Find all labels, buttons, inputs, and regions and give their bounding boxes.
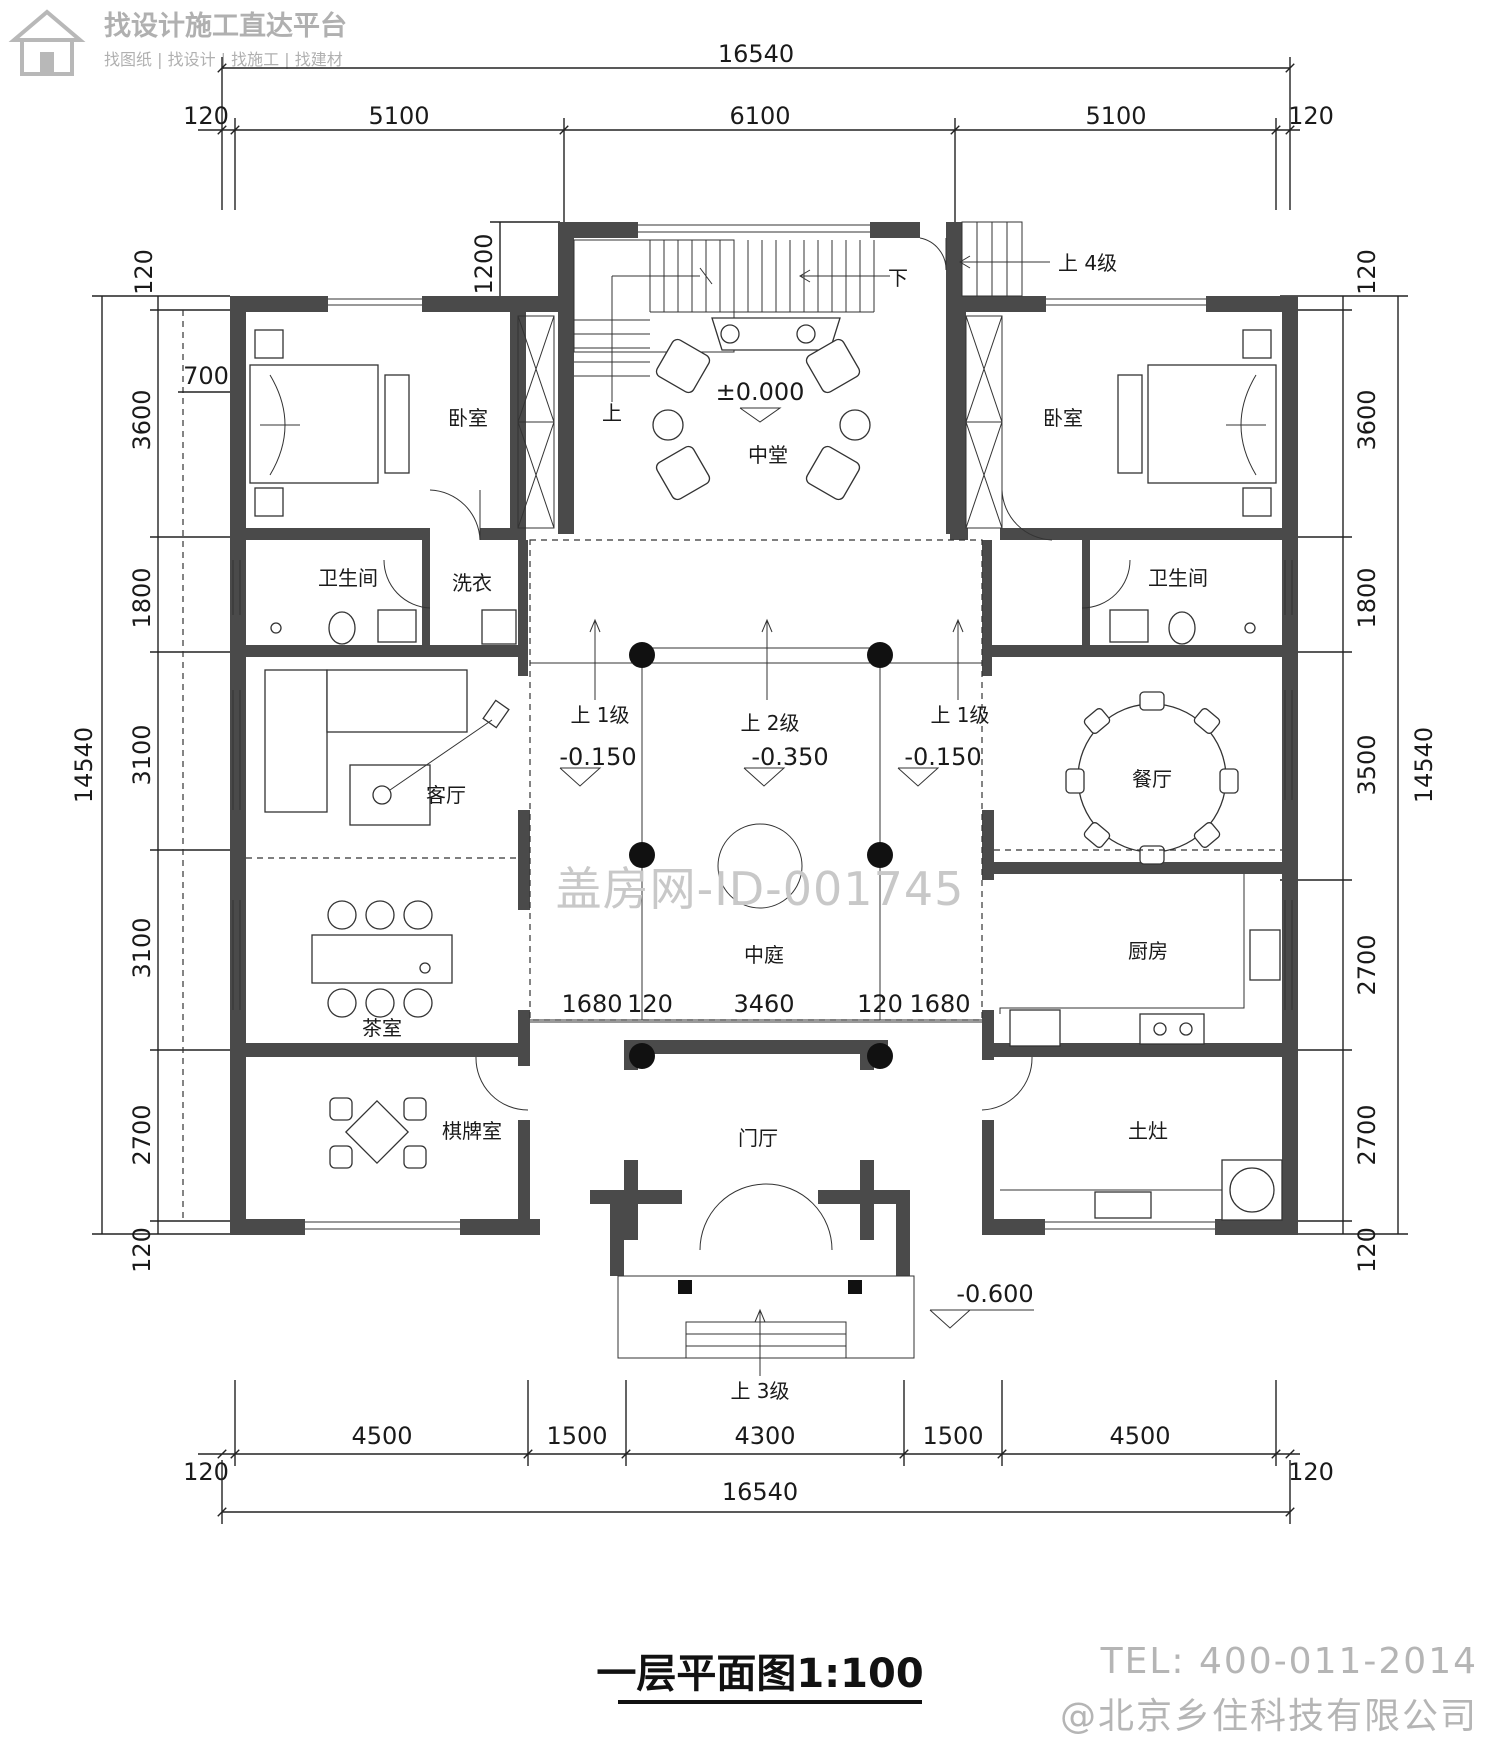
dim-left-bottom-wall: 120	[128, 1227, 156, 1273]
dim-offset-1200: 1200	[470, 233, 498, 294]
earth-stove-fixtures	[1000, 1159, 1283, 1221]
room-courtyard: 中庭	[744, 943, 784, 967]
dim-bottom-seg-2: 1500	[546, 1422, 607, 1450]
drawing-title: 一层平面图1:100	[596, 1651, 923, 1697]
chess-room-furniture	[329, 1097, 427, 1169]
central-hall-furniture	[652, 317, 871, 501]
bedroom-right-furniture	[1117, 329, 1277, 517]
exterior-stair	[919, 221, 1050, 297]
brand-subtitle: 找图纸 | 找设计 | 找施工 | 找建材	[104, 50, 343, 69]
bottom-dimensions: 4500 1500 4300 1500 4500 120 120 16540	[183, 1380, 1334, 1524]
right-dimensions: 14540 120 120 3600 1800 3500 2700 2700	[1280, 249, 1438, 1273]
dim-right-top-wall: 120	[1353, 249, 1381, 295]
dim-left-seg-3: 3100	[128, 724, 156, 785]
top-dimensions: 16540 120 5100 6100 5100 120	[183, 40, 1334, 225]
stair-label-up-2: 上 2级	[740, 711, 799, 735]
dim-bottom-seg-1: 4500	[351, 1422, 412, 1450]
left-dimensions: 14540 120 120 3600 1800 3100 3100 2700 7…	[70, 249, 230, 1273]
ceiling-fan-icon	[720, 324, 816, 344]
room-earth-stove: 土灶	[1128, 1119, 1168, 1143]
room-dining: 餐厅	[1132, 767, 1172, 791]
entry-hall-layout	[617, 1275, 1034, 1376]
house-logo-icon	[8, 9, 86, 76]
level-court-right: -0.150	[904, 743, 981, 771]
dim-court-seg-2: 120	[627, 990, 673, 1018]
walls	[230, 222, 1298, 1276]
stair-label-down: 下	[888, 266, 908, 290]
dim-stair-offset: 1200	[470, 221, 560, 307]
dim-top-right-bay: 5100	[1085, 102, 1146, 130]
stair-label-up-4: 上 4级	[1058, 251, 1117, 275]
living-room-furniture	[264, 669, 510, 826]
dim-top-right-wall: 120	[1288, 102, 1334, 130]
brand-title: 找设计施工直达平台	[104, 10, 347, 42]
stair-label-up-3: 上 3级	[730, 1379, 789, 1403]
room-bedroom-right: 卧室	[1043, 406, 1083, 430]
dim-right-total: 14540	[1410, 727, 1438, 803]
dim-court-seg-5: 1680	[909, 990, 970, 1018]
dim-bottom-seg-3: 4300	[734, 1422, 795, 1450]
dim-left-seg-1: 3600	[128, 389, 156, 450]
dim-left-seg-5: 2700	[128, 1104, 156, 1165]
dim-right-bottom-wall: 120	[1353, 1227, 1381, 1273]
room-chess: 棋牌室	[442, 1119, 502, 1143]
room-central-hall: 中堂	[748, 443, 788, 467]
dim-bottom-total: 16540	[722, 1478, 798, 1506]
dim-top-total: 16540	[718, 40, 794, 68]
dim-right-seg-1: 3600	[1353, 389, 1381, 450]
level-court-left: -0.150	[559, 743, 636, 771]
footer-company: @北京乡住科技有限公司	[1060, 1696, 1478, 1737]
dim-bottom-seg-4: 1500	[922, 1422, 983, 1450]
doors	[383, 489, 1131, 1251]
kitchen-fixtures	[999, 874, 1281, 1047]
level-hall: ±0.000	[716, 378, 805, 406]
dim-right-seg-2: 1800	[1353, 567, 1381, 628]
brand-logo: 找设计施工直达平台 找图纸 | 找设计 | 找施工 | 找建材	[8, 9, 347, 76]
dining-room-furniture	[1065, 691, 1239, 865]
courtyard-layout	[529, 539, 983, 1069]
dim-court-seg-1: 1680	[561, 990, 622, 1018]
dim-top-left-wall: 120	[183, 102, 229, 130]
dim-right-seg-4: 2700	[1353, 934, 1381, 995]
dim-right-seg-5: 2700	[1353, 1104, 1381, 1165]
dim-top-mid-bay: 6100	[729, 102, 790, 130]
dim-right-seg-3: 3500	[1353, 734, 1381, 795]
room-bath-left: 卫生间	[318, 566, 378, 590]
dim-top-left-bay: 5100	[368, 102, 429, 130]
level-court-mid: -0.350	[751, 743, 828, 771]
room-living: 客厅	[426, 783, 466, 807]
dim-court-seg-4: 120	[857, 990, 903, 1018]
room-laundry: 洗衣	[452, 571, 492, 595]
dim-left-seg-2: 1800	[128, 567, 156, 628]
dim-left-seg-4: 3100	[128, 917, 156, 978]
wardrobes	[517, 315, 1003, 529]
tea-room-furniture	[311, 900, 453, 1018]
room-bedroom-left: 卧室	[448, 406, 488, 430]
room-entry-hall: 门厅	[738, 1126, 778, 1150]
dim-offset-700: 700	[183, 362, 229, 390]
dim-left-top-wall: 120	[130, 249, 158, 295]
windows	[232, 224, 1293, 1230]
level-exterior: -0.600	[956, 1280, 1033, 1308]
watermark: 盖房网-ID-001745	[556, 862, 965, 916]
bedroom-left-furniture	[249, 329, 410, 517]
stair-label-up-1-right: 上 1级	[930, 703, 989, 727]
stair-label-up: 上	[602, 401, 622, 425]
dim-left-total: 14540	[70, 727, 98, 803]
bath-right-fixtures	[1109, 609, 1256, 645]
bath-left-fixtures	[270, 609, 517, 645]
footer-tel: TEL: 400-011-2014	[1100, 1641, 1478, 1682]
hall-staircase	[573, 239, 890, 402]
room-kitchen: 厨房	[1128, 939, 1168, 963]
room-tea: 茶室	[362, 1016, 402, 1040]
dim-bottom-left-wall: 120	[183, 1458, 229, 1486]
room-bath-right: 卫生间	[1148, 566, 1208, 590]
stair-label-up-1-left: 上 1级	[570, 703, 629, 727]
dim-bottom-seg-5: 4500	[1109, 1422, 1170, 1450]
dim-court-seg-3: 3460	[733, 990, 794, 1018]
dim-bottom-right-wall: 120	[1288, 1458, 1334, 1486]
